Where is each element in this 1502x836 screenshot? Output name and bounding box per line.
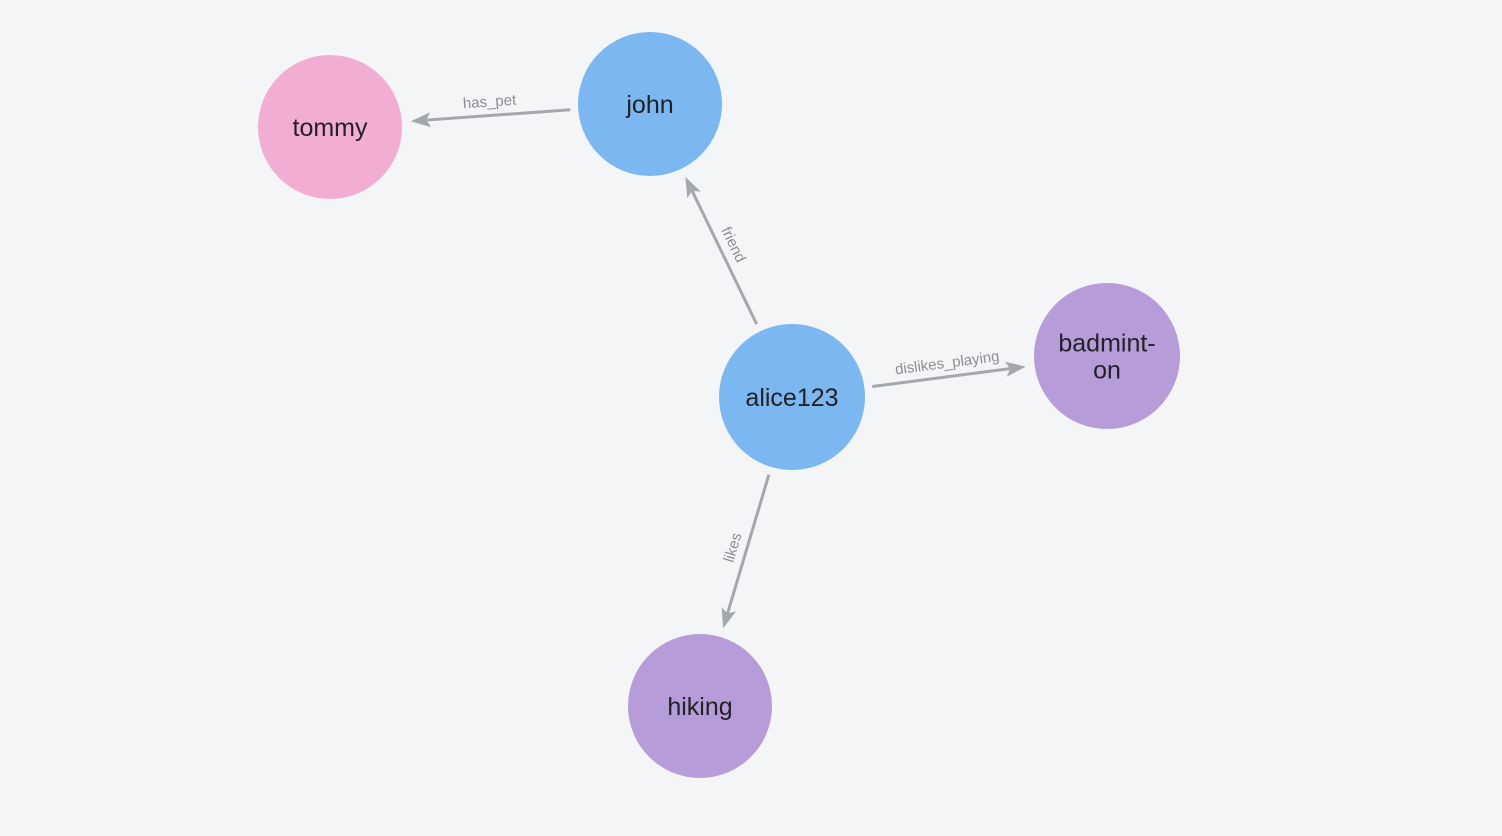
node-hiking[interactable]: hiking <box>628 634 772 778</box>
node-tommy[interactable]: tommy <box>258 55 402 199</box>
edge-line <box>872 366 1012 389</box>
node-alice123[interactable]: alice123 <box>719 324 865 470</box>
arrowhead-icon <box>685 176 701 199</box>
edge-line <box>690 188 759 325</box>
arrowhead-icon <box>410 112 432 128</box>
node-circle[interactable] <box>578 32 722 176</box>
edge-label: dislikes_playing <box>894 348 1000 378</box>
edge-alice123-john[interactable]: friend <box>679 174 759 325</box>
node-badminton[interactable]: badmint-on <box>1034 283 1180 429</box>
edge-john-tommy[interactable]: has_pet <box>410 92 571 129</box>
edge-line <box>424 108 571 122</box>
node-circle[interactable] <box>719 324 865 470</box>
edge-label: likes <box>721 531 746 565</box>
node-circle[interactable] <box>258 55 402 199</box>
node-john[interactable]: john <box>578 32 722 176</box>
edge-alice123-badminton[interactable]: dislikes_playing <box>872 348 1026 389</box>
node-circle[interactable] <box>1034 283 1180 429</box>
node-circle[interactable] <box>628 634 772 778</box>
edge-label: friend <box>717 224 749 265</box>
arrowhead-icon <box>1004 361 1026 377</box>
arrowhead-icon <box>721 607 737 629</box>
edge-label: has_pet <box>462 92 517 113</box>
edge-alice123-hiking[interactable]: likes <box>716 474 771 631</box>
edge-line <box>725 474 771 616</box>
